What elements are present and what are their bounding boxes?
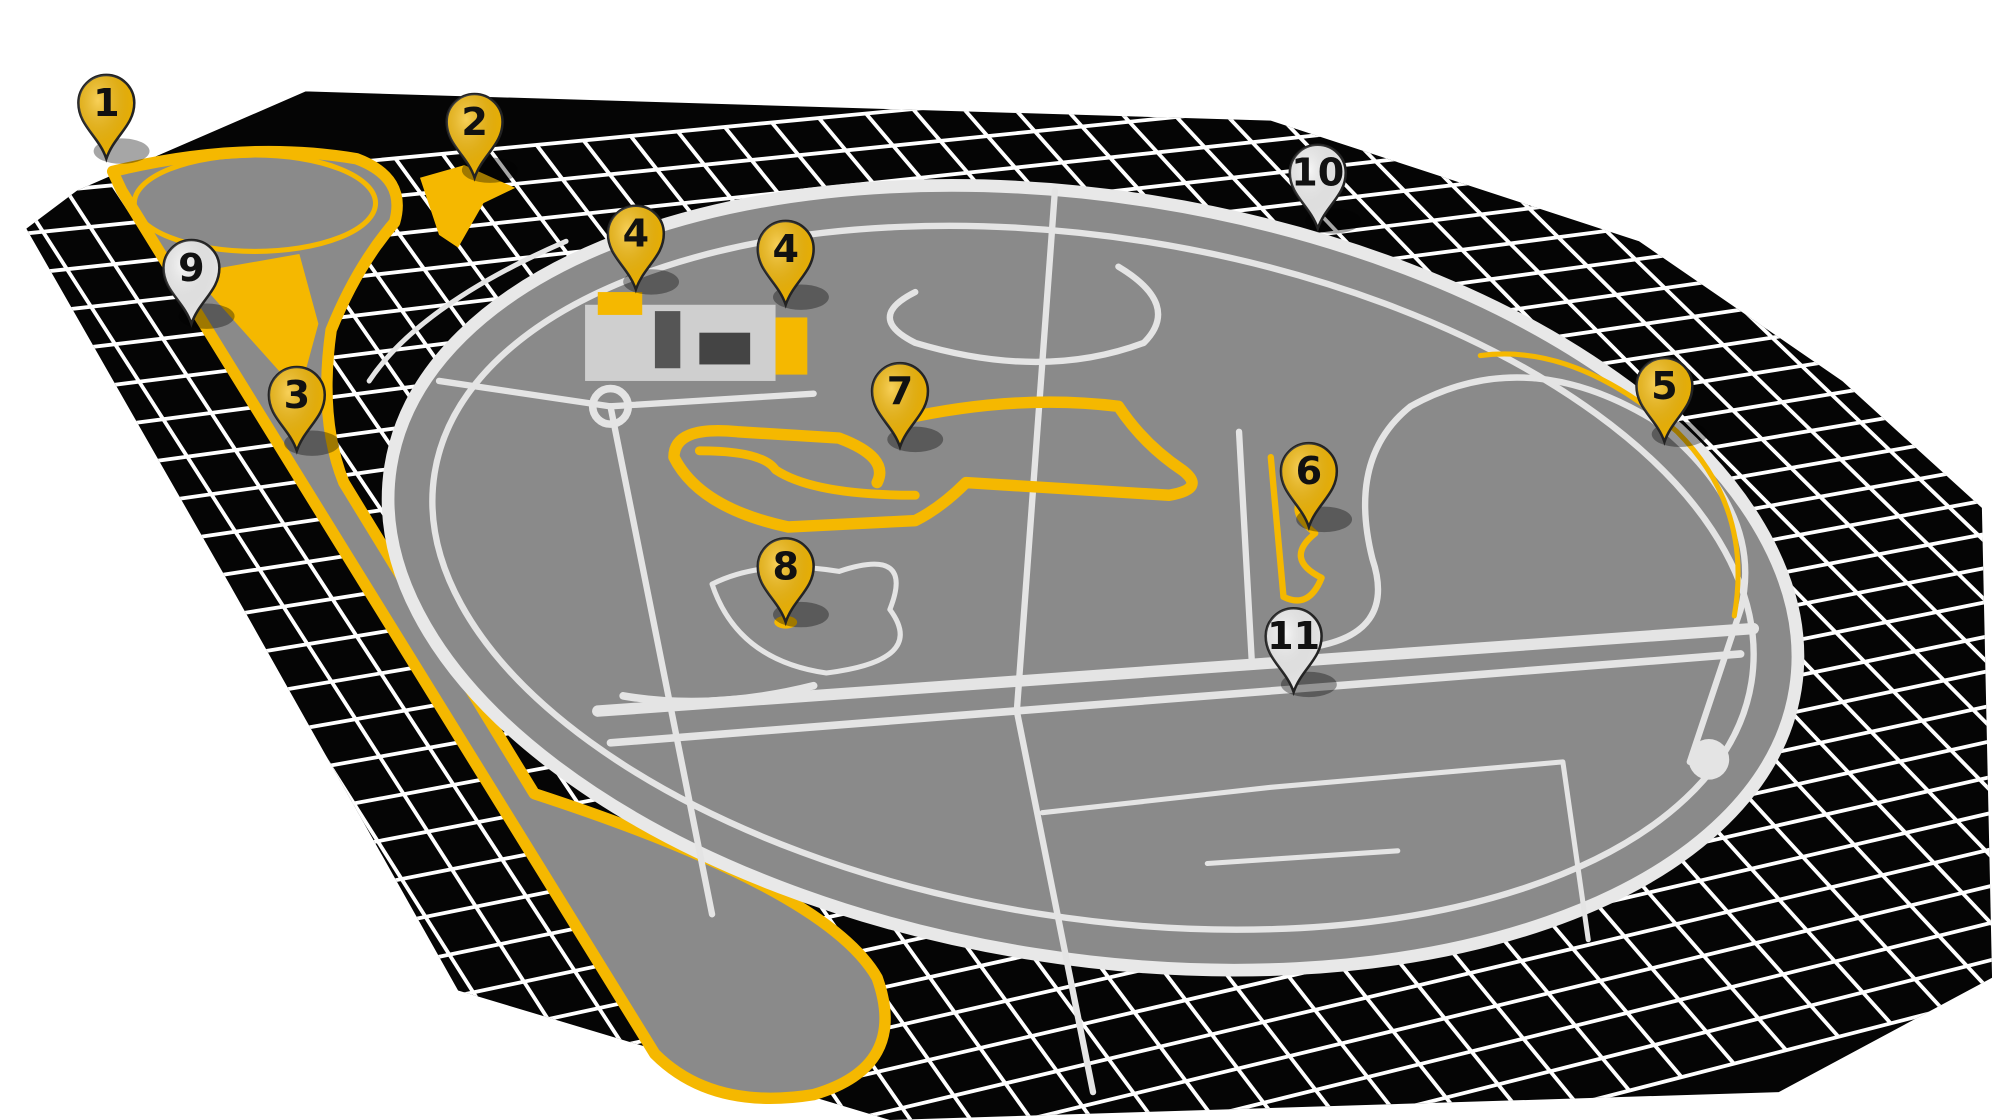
pin-label: 6: [1296, 449, 1322, 493]
map-pin-3[interactable]: 3: [267, 365, 340, 456]
map-pin-2[interactable]: 2: [445, 92, 518, 183]
map-pin-8[interactable]: 8: [756, 537, 829, 628]
map-pin-4[interactable]: 4: [756, 219, 829, 310]
grid-line: [64, 188, 674, 1120]
pin-label: 5: [1651, 364, 1677, 408]
map-pin-4[interactable]: 4: [606, 204, 680, 295]
yellow-tracks: [668, 351, 1741, 629]
grid-line: [850, 847, 1993, 1120]
pin-label: 11: [1267, 614, 1320, 658]
roads: [366, 187, 1760, 1096]
grid-line: [1356, 957, 1993, 1120]
pin-label: 9: [178, 246, 204, 290]
pin-label: 2: [461, 100, 488, 144]
pin-label: 1: [93, 81, 119, 125]
pin-label: 8: [772, 544, 799, 588]
map-pins: 1 2 3 4 4 5 6 7 8 9 10 11: [77, 73, 1708, 698]
pin-label: 4: [772, 227, 799, 271]
map-pin-5[interactable]: 5: [1635, 356, 1708, 447]
facility-buildings: [585, 292, 808, 381]
grid-line: [1193, 920, 1993, 1120]
map-pin-7[interactable]: 7: [870, 361, 944, 453]
map-pin-10[interactable]: 10: [1288, 143, 1361, 234]
map-pin-6[interactable]: 6: [1279, 441, 1353, 533]
grid-line: [26, 193, 615, 1120]
pin-label: 7: [887, 369, 914, 413]
grid-line: [1025, 883, 1993, 1120]
pin-label: 10: [1291, 151, 1344, 195]
map-pin-1[interactable]: 1: [77, 73, 150, 164]
pin-label: 3: [284, 373, 310, 417]
pin-label: 4: [623, 212, 650, 256]
map-pin-9[interactable]: 9: [162, 238, 235, 329]
map-pin-11[interactable]: 11: [1264, 606, 1337, 698]
